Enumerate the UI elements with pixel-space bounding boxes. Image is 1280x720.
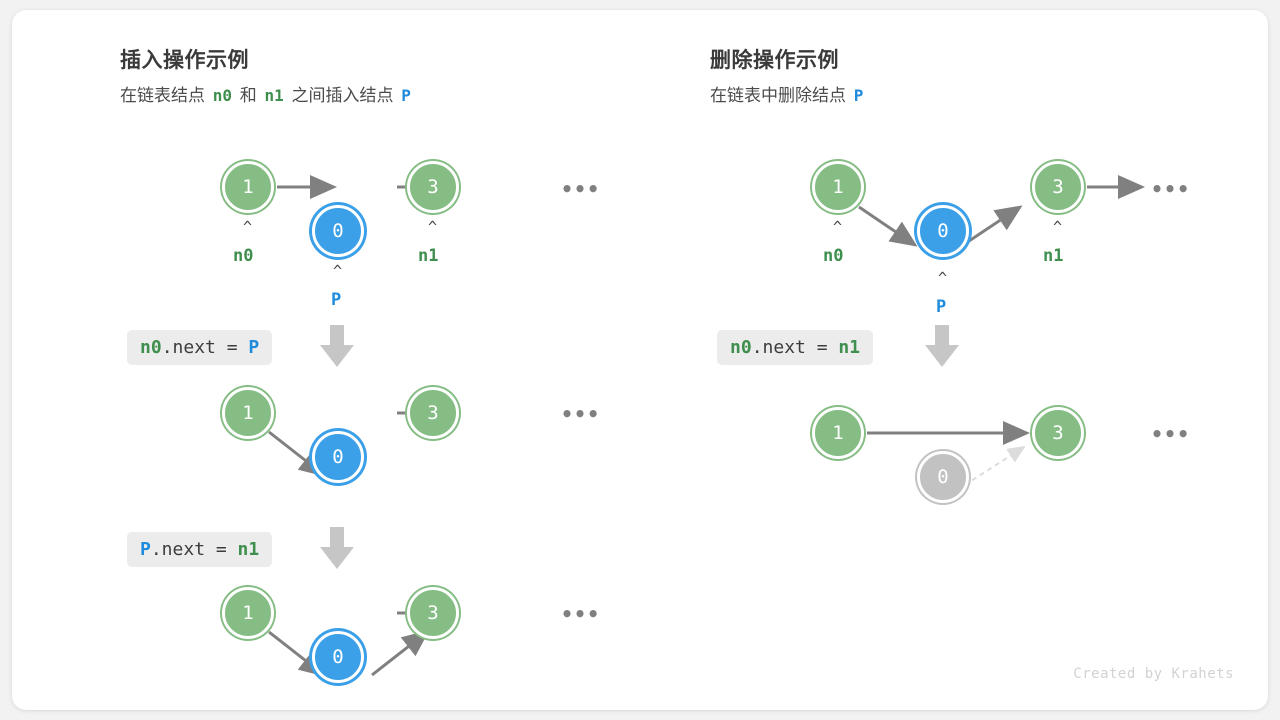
- credit-text: Created by Krahets: [1073, 666, 1234, 682]
- insert-code-1-token-1: .next =: [161, 337, 249, 358]
- remove-code-token-0: n0: [730, 337, 752, 358]
- insert-step-3-down-arrow-icon: [320, 527, 354, 569]
- insert-step-3-ellipsis: •••: [561, 602, 601, 626]
- insert-step-1-links: [277, 175, 455, 199]
- insert-sub-part-3: 之间插入结点: [291, 86, 394, 105]
- insert-step-1-label-n0: n0: [233, 246, 254, 266]
- remove-step-1-node-n1: 3: [1032, 161, 1084, 213]
- insert-step-1-node-n1: 3: [407, 161, 459, 213]
- insert-step-2-links: [268, 401, 455, 477]
- insert-step-3-node-p: 0: [312, 631, 364, 683]
- insert-step-2-node-p: 0: [312, 431, 364, 483]
- insert-sub-part-2: 和: [239, 86, 257, 105]
- insert-step-1-node-p: 0: [312, 205, 364, 257]
- insert-step-3-node-n0: 1: [222, 587, 274, 639]
- insert-panel-subtitle: 在链表结点 n0 和 n1 之间插入结点 P: [120, 81, 414, 106]
- insert-step-1-caret-p: ^: [333, 262, 343, 280]
- remove-step-2-node-deleted: 0: [917, 451, 969, 503]
- insert-step-1-ellipsis: •••: [561, 177, 601, 201]
- remove-step-2-node-n1: 3: [1032, 407, 1084, 459]
- remove-step-1-label-n1: n1: [1043, 246, 1064, 266]
- insert-step-2-node-n0: 1: [222, 387, 274, 439]
- insert-sub-token-n1: n1: [264, 86, 284, 105]
- insert-step-1-node-n0: 1: [222, 161, 274, 213]
- insert-step-3-links: [268, 601, 455, 677]
- insert-step-3-code-badge: P.next = n1: [127, 532, 273, 567]
- insert-step-1-caret-n0: ^: [243, 218, 253, 236]
- insert-sub-token-p: P: [401, 86, 411, 105]
- insert-step-2-ellipsis: •••: [561, 402, 601, 426]
- insert-step-1-label-p: P: [331, 290, 342, 310]
- remove-step-2-node-n0: 1: [812, 407, 864, 459]
- insert-step-1-label-n1: n1: [418, 246, 439, 266]
- remove-step-1-caret-n1: ^: [1053, 218, 1063, 236]
- remove-sub-token-p: P: [853, 86, 864, 105]
- remove-step-2-down-arrow-icon: [925, 325, 959, 367]
- insert-panel-title: 插入操作示例: [120, 49, 249, 72]
- remove-step-1-caret-p: ^: [938, 269, 948, 287]
- insert-step-3-node-n1: 3: [407, 587, 459, 639]
- insert-sub-token-n0: n0: [212, 86, 232, 105]
- insert-sub-part-1: 在链表结点: [120, 86, 205, 105]
- insert-step-2-node-n1: 3: [407, 387, 459, 439]
- insert-code-2-token-0: P: [140, 539, 151, 560]
- remove-step-1-ellipsis: •••: [1151, 177, 1191, 201]
- remove-step-1-node-p: 0: [917, 205, 969, 257]
- remove-code-token-2: n1: [838, 337, 861, 358]
- insert-code-2-token-2: n1: [237, 539, 260, 560]
- remove-step-1-caret-n0: ^: [833, 218, 843, 236]
- insert-step-2-down-arrow-icon: [320, 325, 354, 367]
- remove-step-1-label-p: P: [936, 297, 947, 317]
- insert-code-1-token-0: n0: [140, 337, 162, 358]
- insert-step-1-caret-n1: ^: [428, 218, 438, 236]
- remove-step-1-label-n0: n0: [823, 246, 844, 266]
- remove-step-1-node-n0: 1: [812, 161, 864, 213]
- diagram-card: 插入操作示例 在链表结点 n0 和 n1 之间插入结点 P 1 0 3 ••• …: [12, 10, 1268, 710]
- remove-step-1-links: [858, 175, 1145, 247]
- insert-code-1-token-2: P: [248, 337, 260, 358]
- remove-panel-subtitle: 在链表中删除结点 P: [710, 81, 866, 106]
- remove-sub-part-1: 在链表中删除结点: [710, 86, 846, 105]
- insert-code-2-token-1: .next =: [150, 539, 238, 560]
- remove-step-2-code-badge: n0.next = n1: [717, 330, 874, 365]
- insert-step-2-code-badge: n0.next = P: [127, 330, 273, 365]
- remove-panel-title: 删除操作示例: [710, 49, 839, 72]
- remove-code-token-1: .next =: [751, 337, 839, 358]
- remove-step-2-ellipsis: •••: [1151, 422, 1191, 446]
